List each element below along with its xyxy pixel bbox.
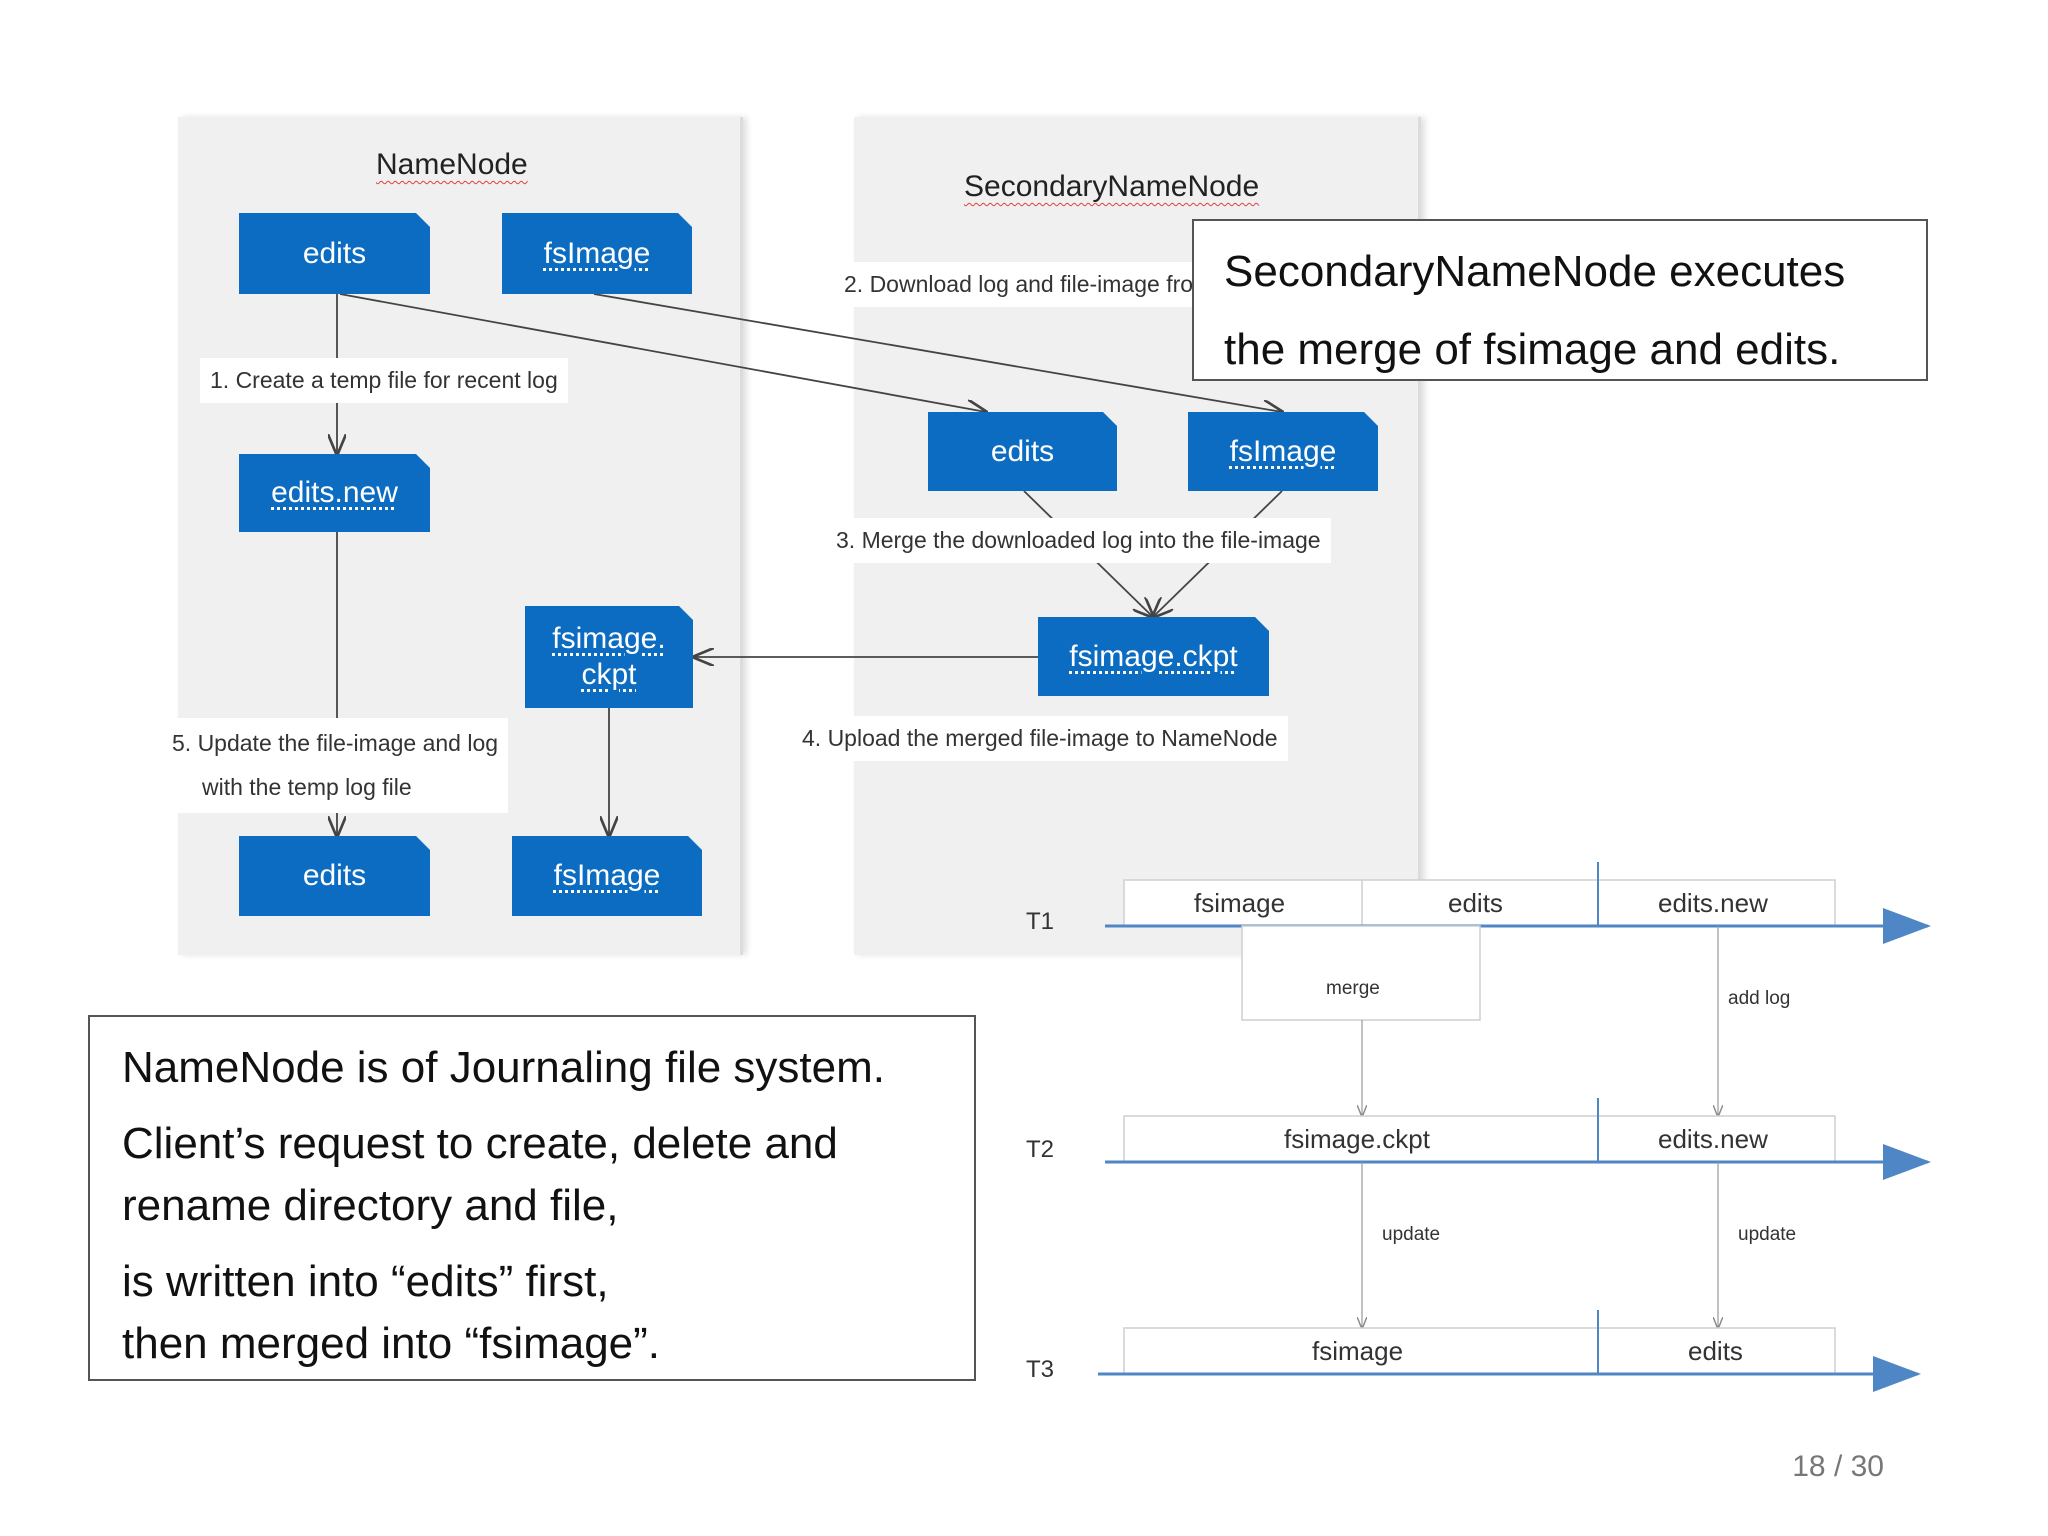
update-left-note: update [1382, 1224, 1441, 1245]
namenode-journaling-callout: NameNode is of Journaling file system. C… [88, 1015, 976, 1381]
secondary-fsimage-box: fsImage [1188, 412, 1378, 491]
t1-edits-segment: edits [1448, 888, 1503, 918]
secondary-title: SecondaryNameNode [964, 170, 1260, 203]
update-right-note: update [1738, 1224, 1797, 1245]
step-5-label: 5. Update the file-image and log with th… [162, 718, 509, 814]
t2-editsnew-segment: edits.new [1658, 1124, 1768, 1154]
namenode-title: NameNode [376, 148, 528, 181]
page-current: 18 [1792, 1450, 1826, 1483]
t2-ckpt-segment: fsimage.ckpt [1284, 1124, 1430, 1154]
page-separator: / [1825, 1450, 1851, 1483]
namenode-fsimage-bottom-box: fsImage [512, 836, 702, 916]
merge-note: merge [1326, 978, 1380, 999]
t1-label: T1 [1026, 908, 1055, 935]
namenode-editsnew-box: edits.new [239, 454, 430, 532]
page-total: 30 [1850, 1450, 1884, 1483]
secondary-fsimage-ckpt-box: fsimage.ckpt [1038, 617, 1269, 696]
step-1-label: 1. Create a temp file for recent log [200, 358, 568, 403]
namenode-fsimage-ckpt-box: fsimage. ckpt [525, 606, 693, 708]
t2-label: T2 [1026, 1136, 1055, 1163]
add-log-note: add log [1728, 988, 1791, 1009]
secondary-merge-callout: SecondaryNameNode executes the merge of … [1192, 219, 1928, 381]
t3-label: T3 [1026, 1356, 1055, 1383]
t1-fsimage-segment: fsimage [1194, 888, 1286, 918]
step-4-label: 4. Upload the merged file-image to NameN… [792, 716, 1288, 761]
t3-edits-segment: edits [1688, 1336, 1743, 1366]
page-number: 18 / 30 [1792, 1450, 1884, 1484]
namenode-edits-bottom-box: edits [239, 836, 430, 916]
namenode-fsimage-box: fsImage [502, 213, 692, 294]
t1-editsnew-segment: edits.new [1658, 888, 1768, 918]
secondary-edits-box: edits [928, 412, 1117, 491]
namenode-edits-box: edits [239, 213, 430, 294]
step-3-label: 3. Merge the downloaded log into the fil… [826, 518, 1331, 563]
t3-fsimage-segment: fsimage [1312, 1336, 1404, 1366]
